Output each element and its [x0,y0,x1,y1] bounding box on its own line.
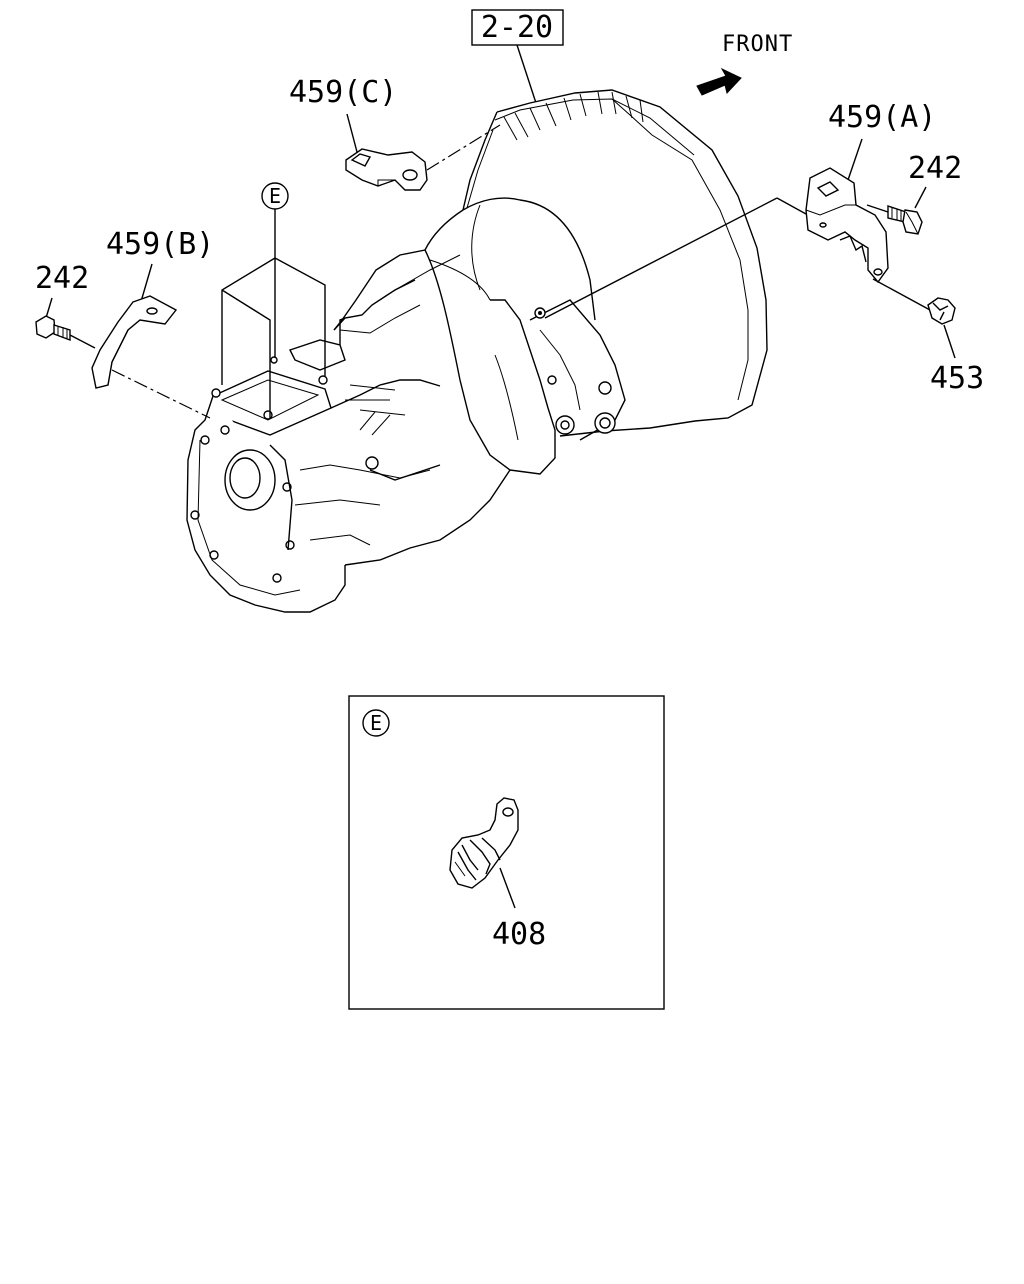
clip-453-mount-line [872,278,931,311]
reference-box-label: 2-20 [481,10,553,45]
reference-box[interactable]: 2-20 [471,9,564,46]
detail-e-inset-marker[interactable]: E [362,709,390,737]
callout-459a-leader [847,138,863,181]
detail-e-marker[interactable]: E [261,182,289,210]
callout-408-leader [499,867,516,909]
callout-242-right: 242 [908,151,962,186]
transmission-assembly [186,89,768,613]
callout-242-right-leader [914,186,927,209]
callout-459c-leader [346,113,358,153]
callout-459b: 459(B) [106,227,214,262]
detail-e-inset-marker-letter: E [370,711,382,735]
bracket-459c[interactable] [345,148,428,191]
callout-242-left-leader [45,297,53,319]
detail-e-leader-lines [221,209,326,418]
callout-242-left: 242 [35,261,89,296]
bracket-459b-mount-line [111,369,211,419]
callout-459c: 459(C) [289,75,397,110]
callout-408: 408 [492,917,546,952]
bracket-459a-mount-line [544,197,778,319]
clamp-408[interactable] [449,797,519,889]
front-arrow-icon [696,67,742,96]
bolt-242-left-mount-line [69,334,96,349]
detail-e-inset: E 408 [348,695,665,1010]
bolt-242-right[interactable] [887,205,923,235]
bracket-459a-mount-line-end [776,197,807,215]
bracket-459a[interactable] [805,167,889,284]
detail-e-marker-letter: E [269,184,281,208]
reference-leader-line [516,44,537,104]
bolt-242-left[interactable] [35,315,71,342]
front-label: FRONT [722,32,793,57]
bolt-242-right-mount-line [866,204,889,213]
clip-453[interactable] [927,297,956,325]
callout-459a: 459(A) [828,100,936,135]
callout-453: 453 [930,361,984,396]
callout-453-leader [943,324,956,359]
detail-e-inset-frame [348,695,665,1010]
bracket-459b[interactable] [91,295,178,389]
